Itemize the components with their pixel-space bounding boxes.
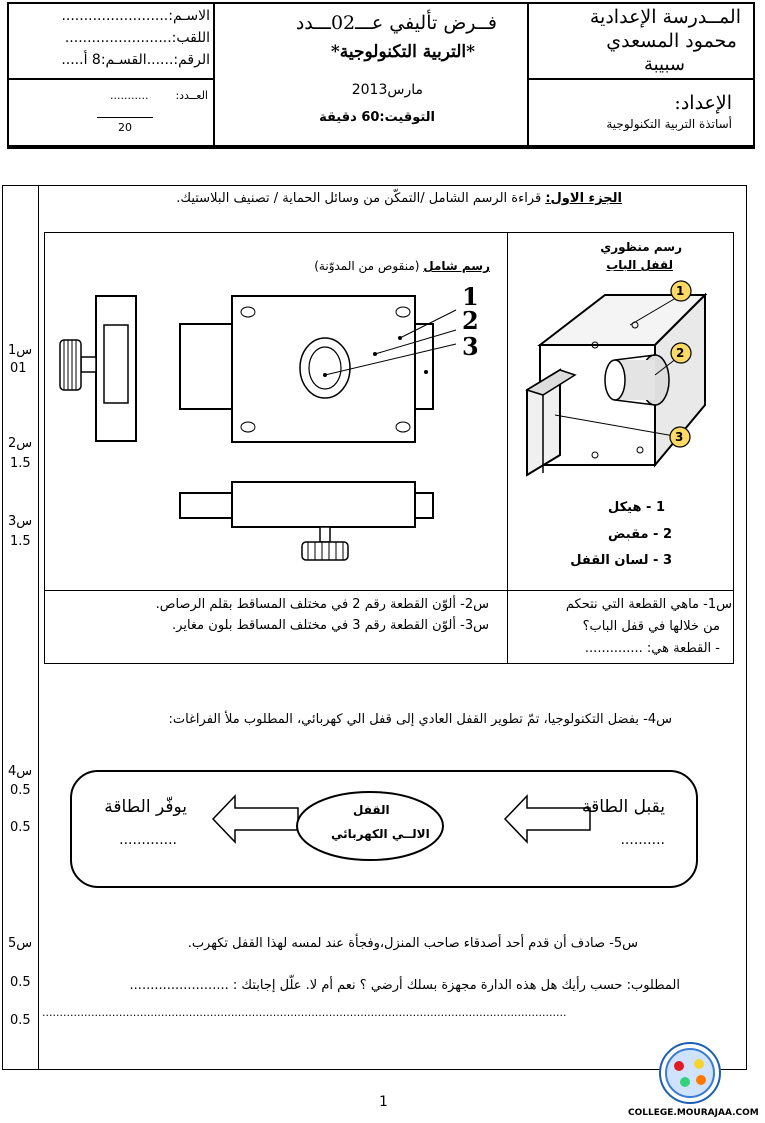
energy-output-label: يوفّر الطاقة — [104, 797, 187, 817]
exam-duration: التوقيت:60 دقيقة — [319, 110, 435, 125]
q3-text: س3- ألوّن القطعة رقم 3 في مختلف المساقط … — [172, 618, 489, 633]
part1-title: الجزء الاول: — [545, 191, 622, 206]
exam-subject: *التربية التكنولوجية* — [330, 42, 475, 62]
exam-title: فــرض تأليفي عـــ02ـــدد — [295, 12, 497, 34]
site-url[interactable]: COLLEGE.MOURAJAA.COM — [628, 1108, 759, 1118]
header-divider-right — [527, 2, 529, 147]
legend-item-2: 2 - مقبض — [608, 527, 672, 542]
drawing-heading: رسم شامل (منقوص من المدوّنة) — [314, 259, 490, 273]
energy-center-1: القفل — [353, 803, 390, 817]
header-hline-left — [7, 78, 213, 80]
perspective-callout-3: 3 — [675, 430, 684, 444]
margin-q4: س4 — [8, 764, 33, 779]
drawing-title: رسم شامل — [423, 259, 490, 273]
q5-text: س5- صادف أن قدم أحد أصدقاء صاحب المنزل،و… — [187, 936, 638, 951]
q2-text: س2- ألوّن القطعة رقم 2 في مختلف المساقط … — [155, 597, 489, 612]
legend-item-1: 1 - هيكل — [608, 500, 665, 515]
door-lock-perspective-drawing — [525, 280, 708, 477]
grade-fraction-bar — [97, 117, 153, 118]
perspective-callout-1: 1 — [676, 284, 685, 298]
questions-divider — [44, 590, 734, 591]
door-lock-technical-drawing — [59, 295, 457, 561]
q1-answer[interactable]: - القطعة هي: .............. — [584, 641, 720, 656]
q4-text: س4- بفضل التكنولوجيا، تمّ تطوير القفل ال… — [168, 712, 672, 727]
margin-q5-score-1: 0.5 — [10, 975, 31, 990]
energy-input-answer[interactable]: .......... — [620, 832, 665, 848]
margin-q5-score-2: 0.5 — [10, 1013, 31, 1028]
prepared-by-label: الإعداد: — [674, 92, 732, 114]
energy-center-2: الالــي الكهربائي — [331, 827, 430, 841]
margin-q1: س1 — [8, 343, 33, 358]
drawing-note: (منقوص من المدوّنة) — [314, 259, 424, 273]
energy-arrows — [211, 791, 591, 861]
grade-label: العــدد: — [175, 89, 208, 102]
grade-dots[interactable]: ........... — [110, 89, 149, 102]
margin-q1-score: 01 — [10, 361, 27, 376]
site-logo-icon — [659, 1042, 721, 1104]
energy-diagram-frame — [70, 770, 698, 888]
margin-q2-score: 1.5 — [10, 456, 31, 471]
legend-item-3: 3 - لسان القفل — [570, 553, 672, 568]
margin-q3-score: 1.5 — [10, 534, 31, 549]
drawing-label-2: 2 — [462, 306, 479, 335]
margin-q5: س5 — [8, 936, 33, 951]
grade-total: 20 — [118, 121, 132, 134]
margin-line — [38, 185, 39, 1070]
school-line-1: المــدرسة الإعدادية — [589, 6, 741, 28]
part1-heading: الجزء الاول: قراءة الرسم الشامل /التمكّن… — [176, 191, 622, 206]
prepared-by: أساتذة التربية التكنولوجية — [606, 117, 732, 131]
surname-field[interactable]: اللقب:........................ — [64, 30, 210, 46]
school-line-2: محمود المسعدي — [606, 30, 737, 52]
header-underline — [7, 145, 755, 149]
q1-line-2: من خلالها في قفل الباب؟ — [582, 619, 720, 634]
perspective-title-1: رسم منظوري — [600, 240, 682, 254]
margin-q4-score-2: 0.5 — [10, 820, 31, 835]
number-class-field[interactable]: الرقم:......القسـم:8 أ..... — [61, 52, 210, 68]
drawings-frame — [44, 232, 734, 664]
q5-requirement[interactable]: المطلوب: حسب رأيك هل هذه الدارة مجهزة بس… — [129, 978, 680, 993]
margin-q3: س3 — [8, 514, 33, 529]
perspective-callout-2: 2 — [676, 346, 685, 360]
perspective-title-2: لقفل الباب — [606, 258, 673, 272]
school-line-3: سبيبة — [643, 54, 685, 75]
energy-input-label: يقبل الطاقة — [581, 797, 665, 817]
drawing-label-1: 1 — [462, 282, 479, 311]
header-divider-left — [213, 2, 215, 147]
header-hline-right — [527, 78, 755, 80]
drawing-label-3: 3 — [462, 332, 479, 361]
q1-line-1: س1- ماهي القطعة التي نتحكم — [565, 597, 732, 612]
exam-date: مارس2013 — [351, 82, 423, 98]
name-field[interactable]: الاسـم:........................ — [61, 8, 210, 24]
exam-body-frame — [2, 185, 747, 1070]
margin-q2: س2 — [8, 436, 33, 451]
energy-output-answer[interactable]: ............. — [119, 832, 177, 848]
page-number: 1 — [379, 1094, 388, 1110]
q5-answer-line[interactable]: ........................................… — [42, 1006, 567, 1019]
drawings-divider — [507, 232, 508, 664]
margin-q4-score-1: 0.5 — [10, 783, 31, 798]
part1-desc: قراءة الرسم الشامل /التمكّن من وسائل الح… — [176, 191, 546, 206]
